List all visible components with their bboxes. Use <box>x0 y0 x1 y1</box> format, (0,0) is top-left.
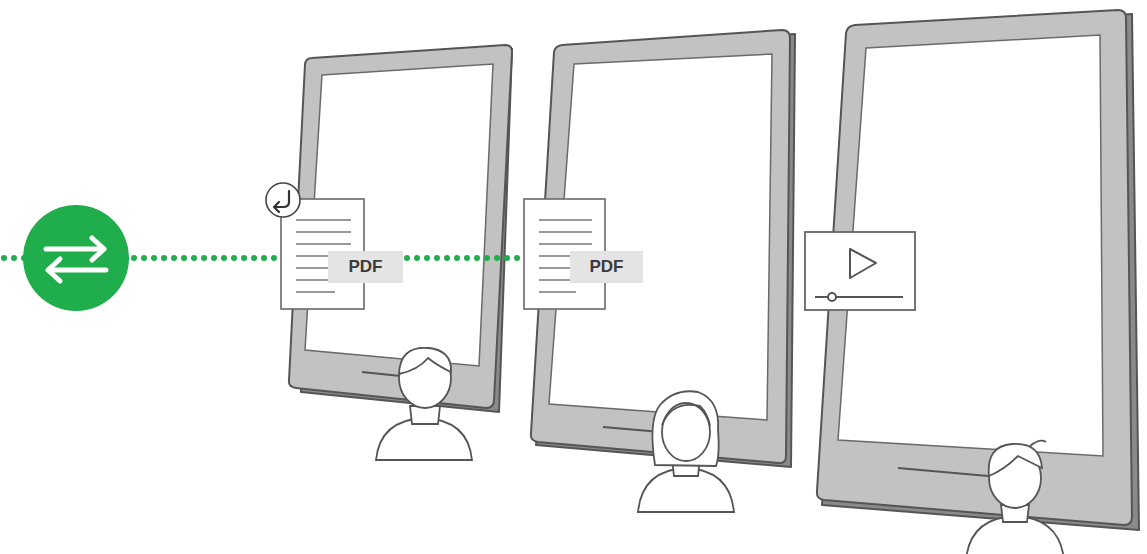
play-triangle <box>850 249 876 278</box>
text-line <box>296 231 351 232</box>
person-fringe <box>662 405 710 426</box>
tablet-body <box>817 10 1132 525</box>
text-line <box>539 243 592 244</box>
undo-arrow <box>274 191 289 212</box>
undo-circle <box>266 183 300 217</box>
person-curl <box>1030 441 1046 446</box>
person-hair <box>652 391 718 466</box>
tablet-side <box>536 34 795 467</box>
person-hair <box>399 348 451 374</box>
tablet <box>817 10 1139 530</box>
person-hair <box>989 444 1042 476</box>
person-head <box>399 348 451 408</box>
file-type-label: PDF <box>328 251 403 283</box>
arrow-left <box>48 259 106 281</box>
file-type-label: PDF <box>570 251 643 283</box>
person <box>638 391 734 512</box>
dotted-connector <box>407 258 519 259</box>
home-bar <box>898 468 988 476</box>
text-line <box>296 243 351 244</box>
slider-knob <box>828 293 836 301</box>
text-line <box>539 219 592 220</box>
video-frame <box>805 232 915 310</box>
text-line <box>539 231 592 232</box>
video-icon <box>805 232 915 310</box>
text-line <box>539 291 576 292</box>
text-line <box>296 291 335 292</box>
pdf-document: PDF <box>523 198 643 310</box>
green-circle <box>23 205 129 311</box>
connector-line <box>407 255 519 261</box>
exchange-icon <box>23 205 129 311</box>
arrow-right <box>46 238 104 260</box>
person <box>376 348 472 460</box>
person <box>966 441 1064 554</box>
text-line <box>296 219 351 220</box>
pdf-document: PDF <box>280 198 403 310</box>
person-head <box>662 403 710 461</box>
undo-icon <box>266 183 300 217</box>
